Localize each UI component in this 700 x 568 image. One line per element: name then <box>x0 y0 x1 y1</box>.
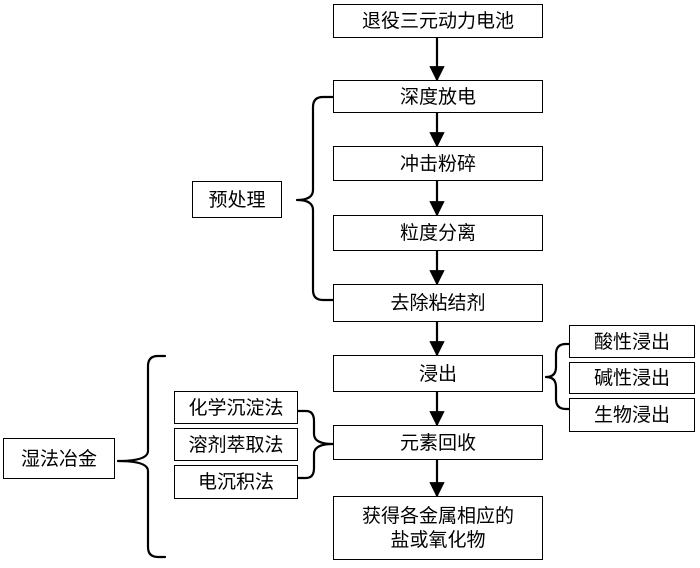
chemical-precipitation-label: 化学沉淀法 <box>188 396 284 419</box>
alkaline-leaching-label: 碱性浸出 <box>593 367 670 389</box>
electrodeposition-label: 电沉积法 <box>197 471 274 493</box>
bio-leaching-label: 生物浸出 <box>593 404 670 426</box>
product-label-line1: 获得各金属相应的 <box>361 505 514 527</box>
pretreatment-box: 预处理 <box>192 181 282 218</box>
hydrometallurgy-label: 湿法冶金 <box>20 447 97 470</box>
product-label-line2: 盐或氧化物 <box>390 529 486 551</box>
retired-battery-label: 退役三元动力电池 <box>361 10 514 32</box>
element-recovery-box: 元素回收 <box>333 425 543 460</box>
binder-removal-label: 去除粘结剂 <box>390 292 486 314</box>
hydrometallurgy-brace <box>116 354 167 559</box>
binder-removal-box: 去除粘结剂 <box>333 284 543 322</box>
acid-leaching-box: 酸性浸出 <box>569 325 695 358</box>
leaching-label: 浸出 <box>418 362 457 385</box>
pretreatment-label: 预处理 <box>208 188 266 211</box>
deep-discharge-label: 深度放电 <box>399 85 476 108</box>
size-separation-box: 粒度分离 <box>333 215 543 251</box>
size-separation-label: 粒度分离 <box>399 222 476 244</box>
leaching-box: 浸出 <box>333 355 543 392</box>
electrodeposition-box: 电沉积法 <box>174 465 298 499</box>
product-box: 获得各金属相应的 盐或氧化物 <box>333 496 543 560</box>
retired-battery-box: 退役三元动力电池 <box>333 4 543 38</box>
crushing-box: 冲击粉碎 <box>333 146 543 181</box>
leaching-brace <box>544 342 571 411</box>
recovery-brace <box>296 409 335 480</box>
element-recovery-label: 元素回收 <box>399 431 476 454</box>
pretreatment-brace <box>295 95 335 302</box>
solvent-extraction-box: 溶剂萃取法 <box>174 428 298 461</box>
bio-leaching-box: 生物浸出 <box>569 398 695 432</box>
alkaline-leaching-box: 碱性浸出 <box>569 362 695 394</box>
deep-discharge-box: 深度放电 <box>333 80 543 113</box>
solvent-extraction-label: 溶剂萃取法 <box>188 433 284 456</box>
crushing-label: 冲击粉碎 <box>399 152 476 175</box>
hydrometallurgy-box: 湿法冶金 <box>3 438 115 479</box>
chemical-precipitation-box: 化学沉淀法 <box>174 391 298 424</box>
acid-leaching-label: 酸性浸出 <box>593 330 670 353</box>
